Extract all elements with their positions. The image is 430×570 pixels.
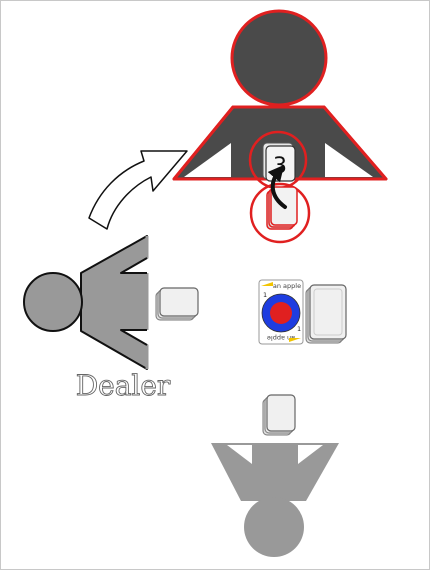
bottom-player	[211, 443, 339, 557]
bottom-player-deck	[262, 394, 296, 436]
center-card-core	[270, 302, 292, 324]
deck-highlight-ring	[249, 182, 311, 244]
bottom-player-head	[244, 497, 304, 557]
center-card-value-bottom: 1	[297, 325, 301, 333]
dealer-body	[80, 235, 148, 370]
bottom-player-left-arm-gap	[227, 445, 252, 464]
center-card-text-bottom: an apple	[267, 334, 295, 342]
center-card-value-top: 1	[263, 291, 267, 299]
bottom-player-right-arm-gap	[298, 445, 323, 464]
draw-arrow	[267, 164, 287, 209]
top-player-head	[230, 9, 328, 107]
turn-direction-arrow	[88, 150, 188, 230]
top-player-deck	[249, 182, 311, 244]
center-draw-pile	[305, 284, 347, 344]
dealer-head	[23, 272, 83, 332]
center-card-text-top: an apple	[273, 282, 301, 290]
dealer-player	[23, 235, 149, 370]
dealer-deck	[155, 287, 199, 321]
top-player-left-arm-gap	[184, 143, 231, 177]
bottom-player-body	[211, 443, 339, 501]
center-face-up-card: an apple 1 1 an apple	[258, 279, 304, 345]
top-player-right-arm-gap	[325, 143, 373, 177]
dealer-label: Dealer	[76, 369, 171, 402]
